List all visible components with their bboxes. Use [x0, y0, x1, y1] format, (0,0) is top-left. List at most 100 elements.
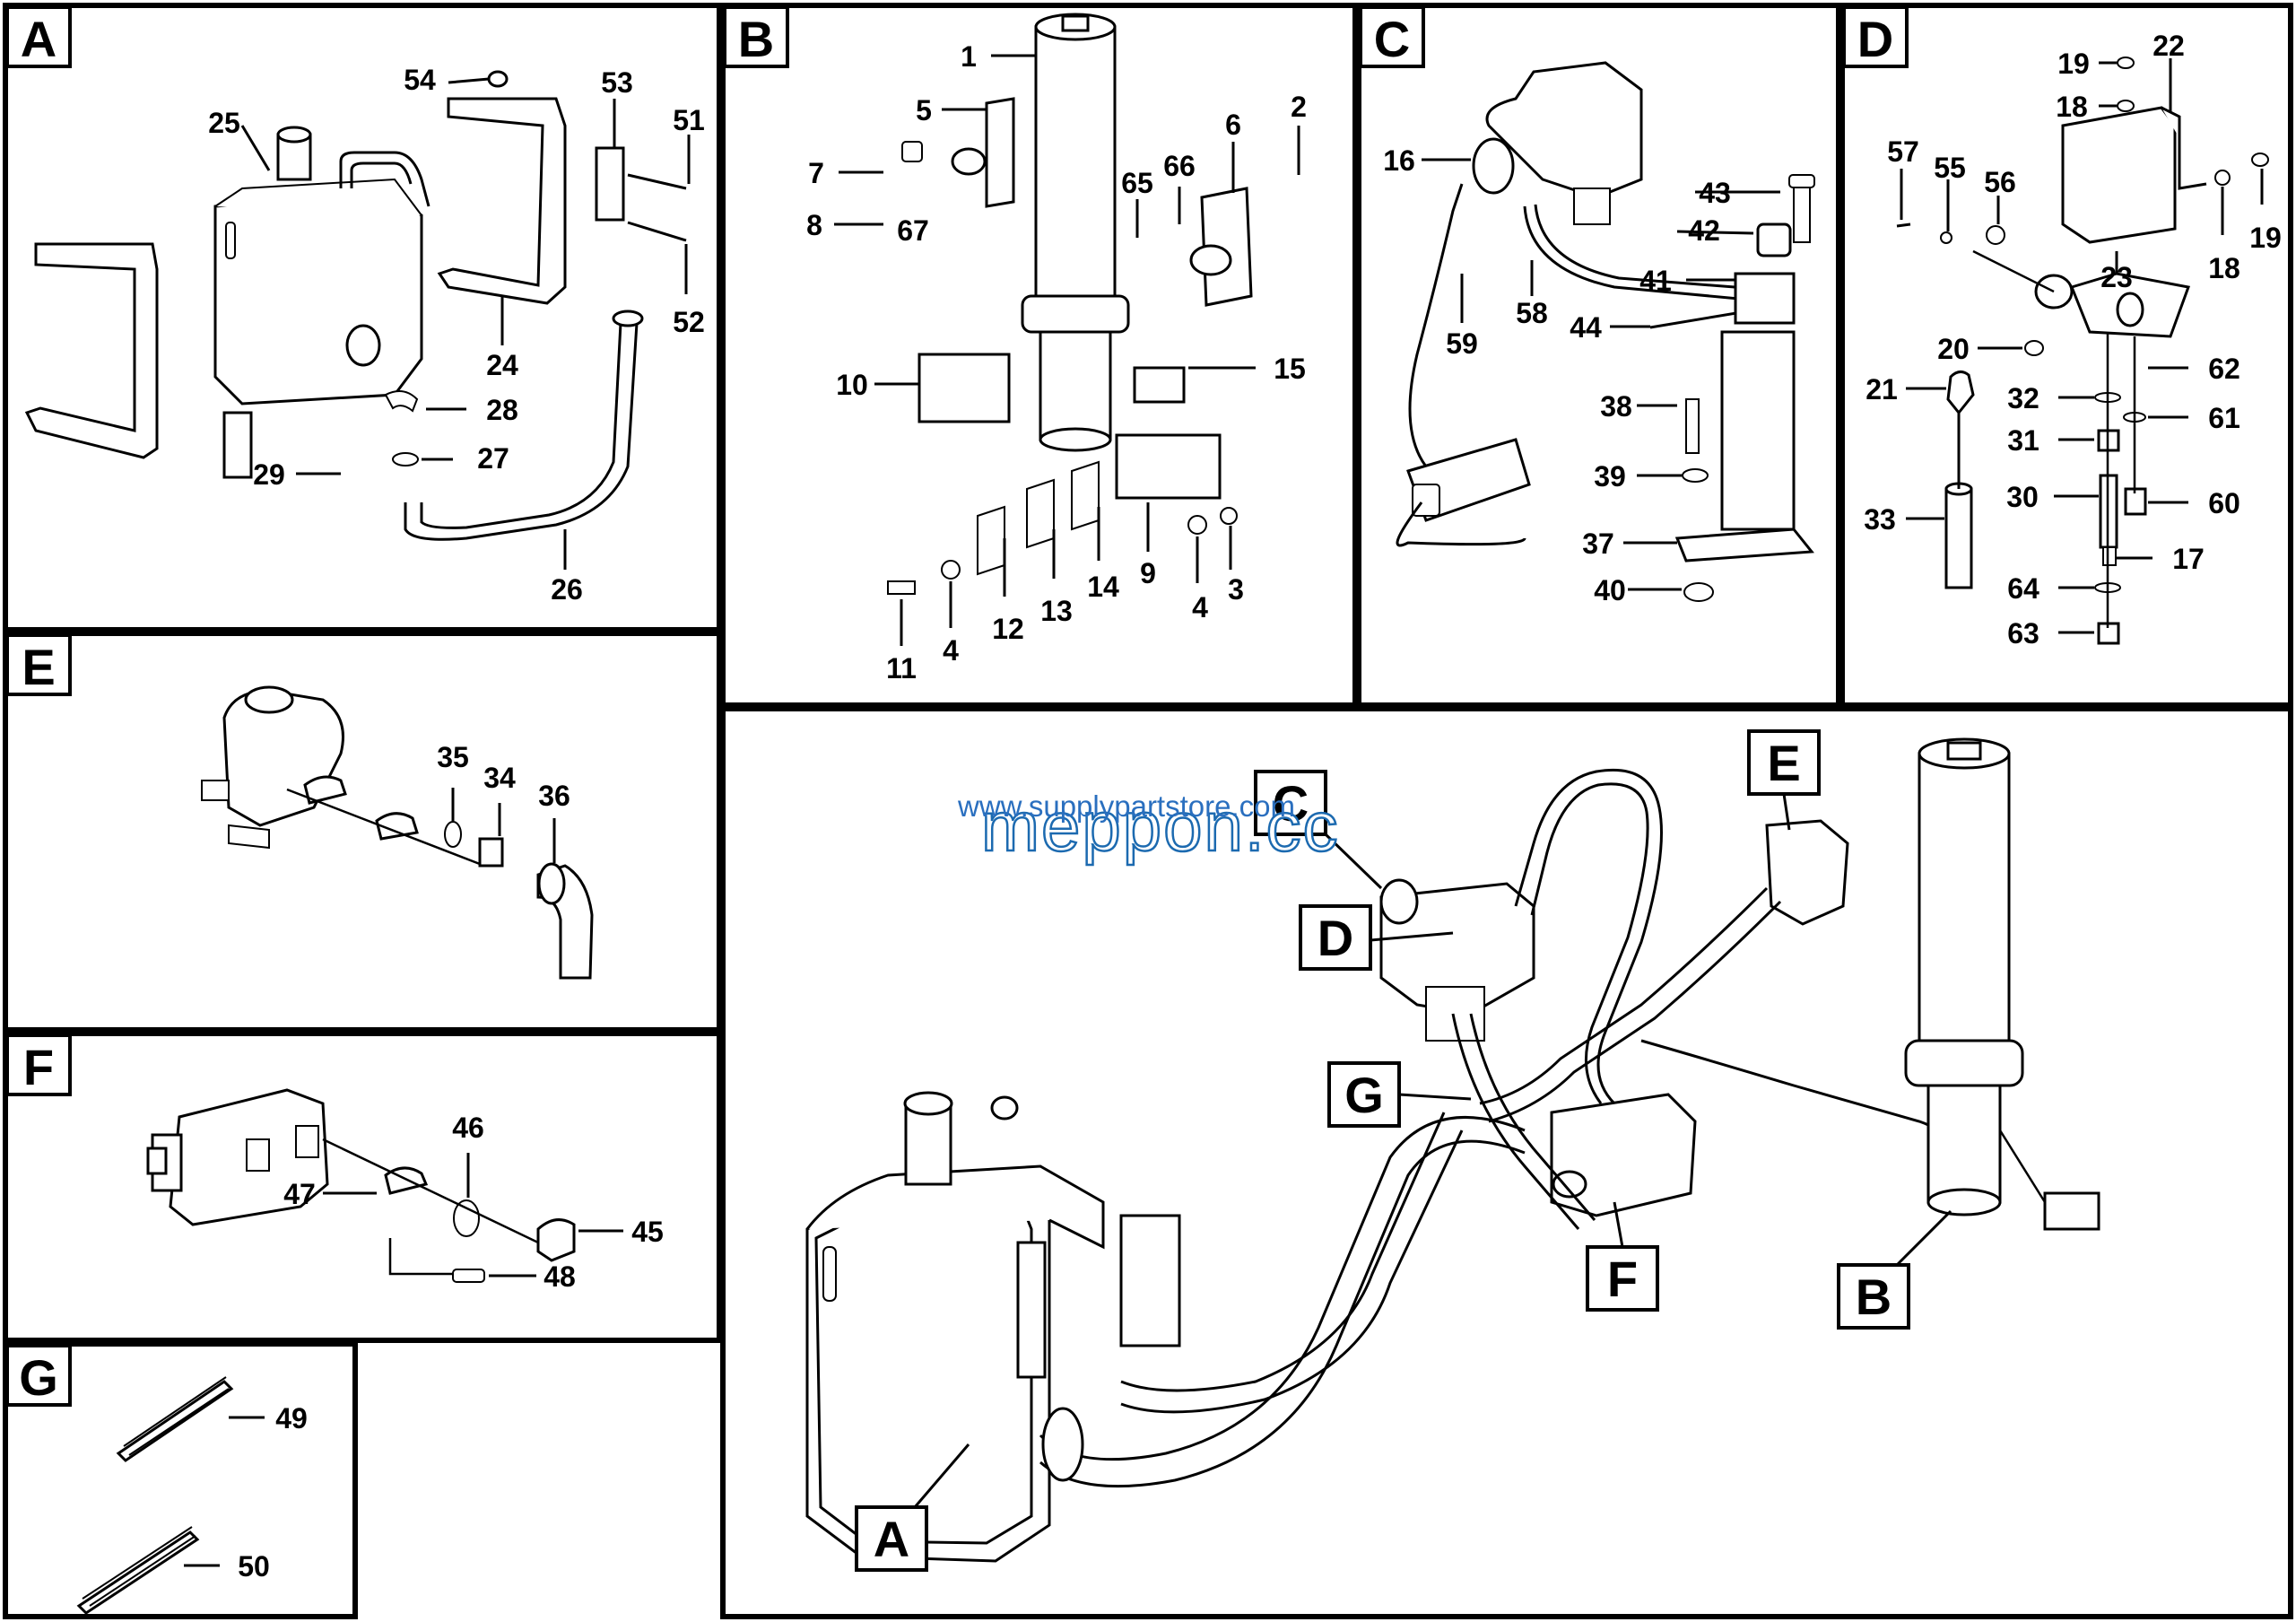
pin-43-head [1788, 174, 1815, 188]
callout-d-32: 32 [2007, 382, 2039, 414]
callout-f-48: 48 [544, 1260, 576, 1293]
pilot-hose-58-inner [1534, 204, 1759, 291]
panel-tag-e: E [5, 633, 72, 696]
bracket-10 [918, 353, 1011, 423]
callout-c-44: 44 [1570, 311, 1602, 344]
callout-a-51: 51 [673, 104, 705, 136]
overview-hose-e-to-g-inner [1488, 900, 1782, 1123]
callout-d-62: 62 [2208, 353, 2240, 385]
panel-tag-d-text: D [1857, 11, 1893, 67]
callout-b-13: 13 [1040, 595, 1073, 627]
callout-d-21: 21 [1866, 373, 1898, 406]
callout-b-4-right: 4 [1192, 591, 1208, 624]
panel-e-drawing: 35 34 36 [201, 685, 594, 980]
callout-d-18-top: 18 [2056, 91, 2088, 123]
overview-bracket-right [1119, 1214, 1181, 1347]
callout-a-24: 24 [486, 349, 518, 381]
callout-f-47: 47 [283, 1178, 316, 1210]
callout-e-34: 34 [483, 762, 516, 794]
washer-4-left [941, 560, 961, 580]
leader-c42 [1676, 230, 1754, 235]
panel-tag-g: G [5, 1344, 72, 1407]
overview-arrow-e [1782, 793, 1791, 831]
callout-b-67: 67 [897, 214, 929, 247]
overview-tag-d: D [1299, 904, 1454, 971]
overview-pump-flange [1552, 1170, 1587, 1199]
stop-block-41 [1734, 272, 1796, 325]
overview-tag-f-text: F [1607, 1251, 1638, 1307]
pilot-hose-59 [1408, 183, 1464, 467]
fitting-34 [478, 837, 504, 868]
bolt-51 [627, 173, 687, 190]
callout-c-40: 40 [1594, 574, 1626, 606]
bolt-48 [452, 1269, 485, 1283]
callout-a-27: 27 [477, 442, 509, 475]
panel-d-frame [1839, 3, 2293, 708]
overview-valve-d [1379, 882, 1535, 1016]
cylinder-lower [1039, 330, 1112, 441]
panel-tag-f-text: F [23, 1039, 54, 1095]
callout-d-64: 64 [2007, 572, 2039, 605]
overview-tag-g-text: G [1344, 1067, 1384, 1123]
callout-a-29: 29 [253, 458, 285, 491]
bracket-right [437, 97, 567, 305]
callout-a-25: 25 [208, 107, 240, 139]
overview-tag-e-text: E [1767, 735, 1800, 791]
overview-arrow-d [1370, 931, 1454, 942]
return-pipe [339, 151, 430, 207]
panel-tag-d: D [1842, 5, 1909, 68]
pin-43 [1793, 179, 1811, 243]
callout-c-38: 38 [1600, 390, 1632, 423]
overview-arrow-c [1324, 833, 1383, 890]
shim-13 [1026, 478, 1055, 549]
filler-cap-top [276, 126, 312, 144]
hydraulic-tank [213, 191, 423, 406]
overview-cylinder-hex [1946, 741, 1982, 761]
overview-filler [904, 1102, 952, 1186]
overview-tag-f: F [1586, 1201, 1659, 1312]
hose-fitting-top [612, 310, 644, 327]
sensor-15 [1133, 366, 1186, 404]
callout-g-49: 49 [275, 1402, 308, 1435]
panel-tag-c-text: C [1374, 11, 1410, 67]
callout-e-36: 36 [538, 780, 570, 812]
panel-a-drawing: 25 54 53 51 52 24 28 27 29 26 [24, 64, 705, 606]
washer-27 [392, 452, 419, 467]
washer-39 [1682, 468, 1709, 483]
callout-a-53: 53 [601, 66, 633, 99]
callout-c-16: 16 [1383, 144, 1415, 177]
panel-tag-b-text: B [738, 11, 774, 67]
suction-hose-outer [404, 322, 639, 541]
panel-g-drawing: 49 50 [76, 1376, 308, 1615]
callout-b-8: 8 [806, 209, 822, 241]
washer-4-right [1187, 515, 1207, 535]
leader-25 [240, 125, 271, 171]
washer-56 [1986, 225, 2005, 245]
assembly-line-e [286, 788, 485, 868]
overview-tag-b-text: B [1856, 1269, 1892, 1325]
clamp-half-upper [303, 775, 347, 805]
grease-nipple [901, 141, 923, 162]
nut-55 [1940, 231, 1952, 244]
overview-cylinder-barrel [1918, 752, 2011, 1051]
panel-f-frame [3, 1031, 722, 1343]
panel-c-frame [1356, 3, 1841, 708]
knob-42 [1756, 222, 1792, 257]
washer-18-right [2214, 170, 2231, 186]
overview-suction-hose-inner [1039, 1139, 1526, 1488]
overview-cylinder-collar [1904, 1039, 2024, 1087]
callout-b-14: 14 [1087, 571, 1119, 603]
leader-54 [448, 77, 490, 84]
bolt-11 [887, 580, 916, 595]
overview-tank-inner [814, 1196, 1033, 1545]
panel-tag-g-text: G [19, 1349, 58, 1406]
bracket-left [24, 242, 159, 459]
overview-tag-g: G [1327, 1061, 1472, 1128]
callout-g-50: 50 [238, 1550, 270, 1583]
callout-d-60: 60 [2208, 487, 2240, 519]
cable-strip-50-teeth [82, 1526, 196, 1607]
overview-frame [720, 706, 2293, 1619]
switch-connector [1412, 484, 1440, 517]
callout-d-23: 23 [2100, 261, 2133, 293]
overview-pilot-hose-2 [1530, 782, 1649, 1104]
